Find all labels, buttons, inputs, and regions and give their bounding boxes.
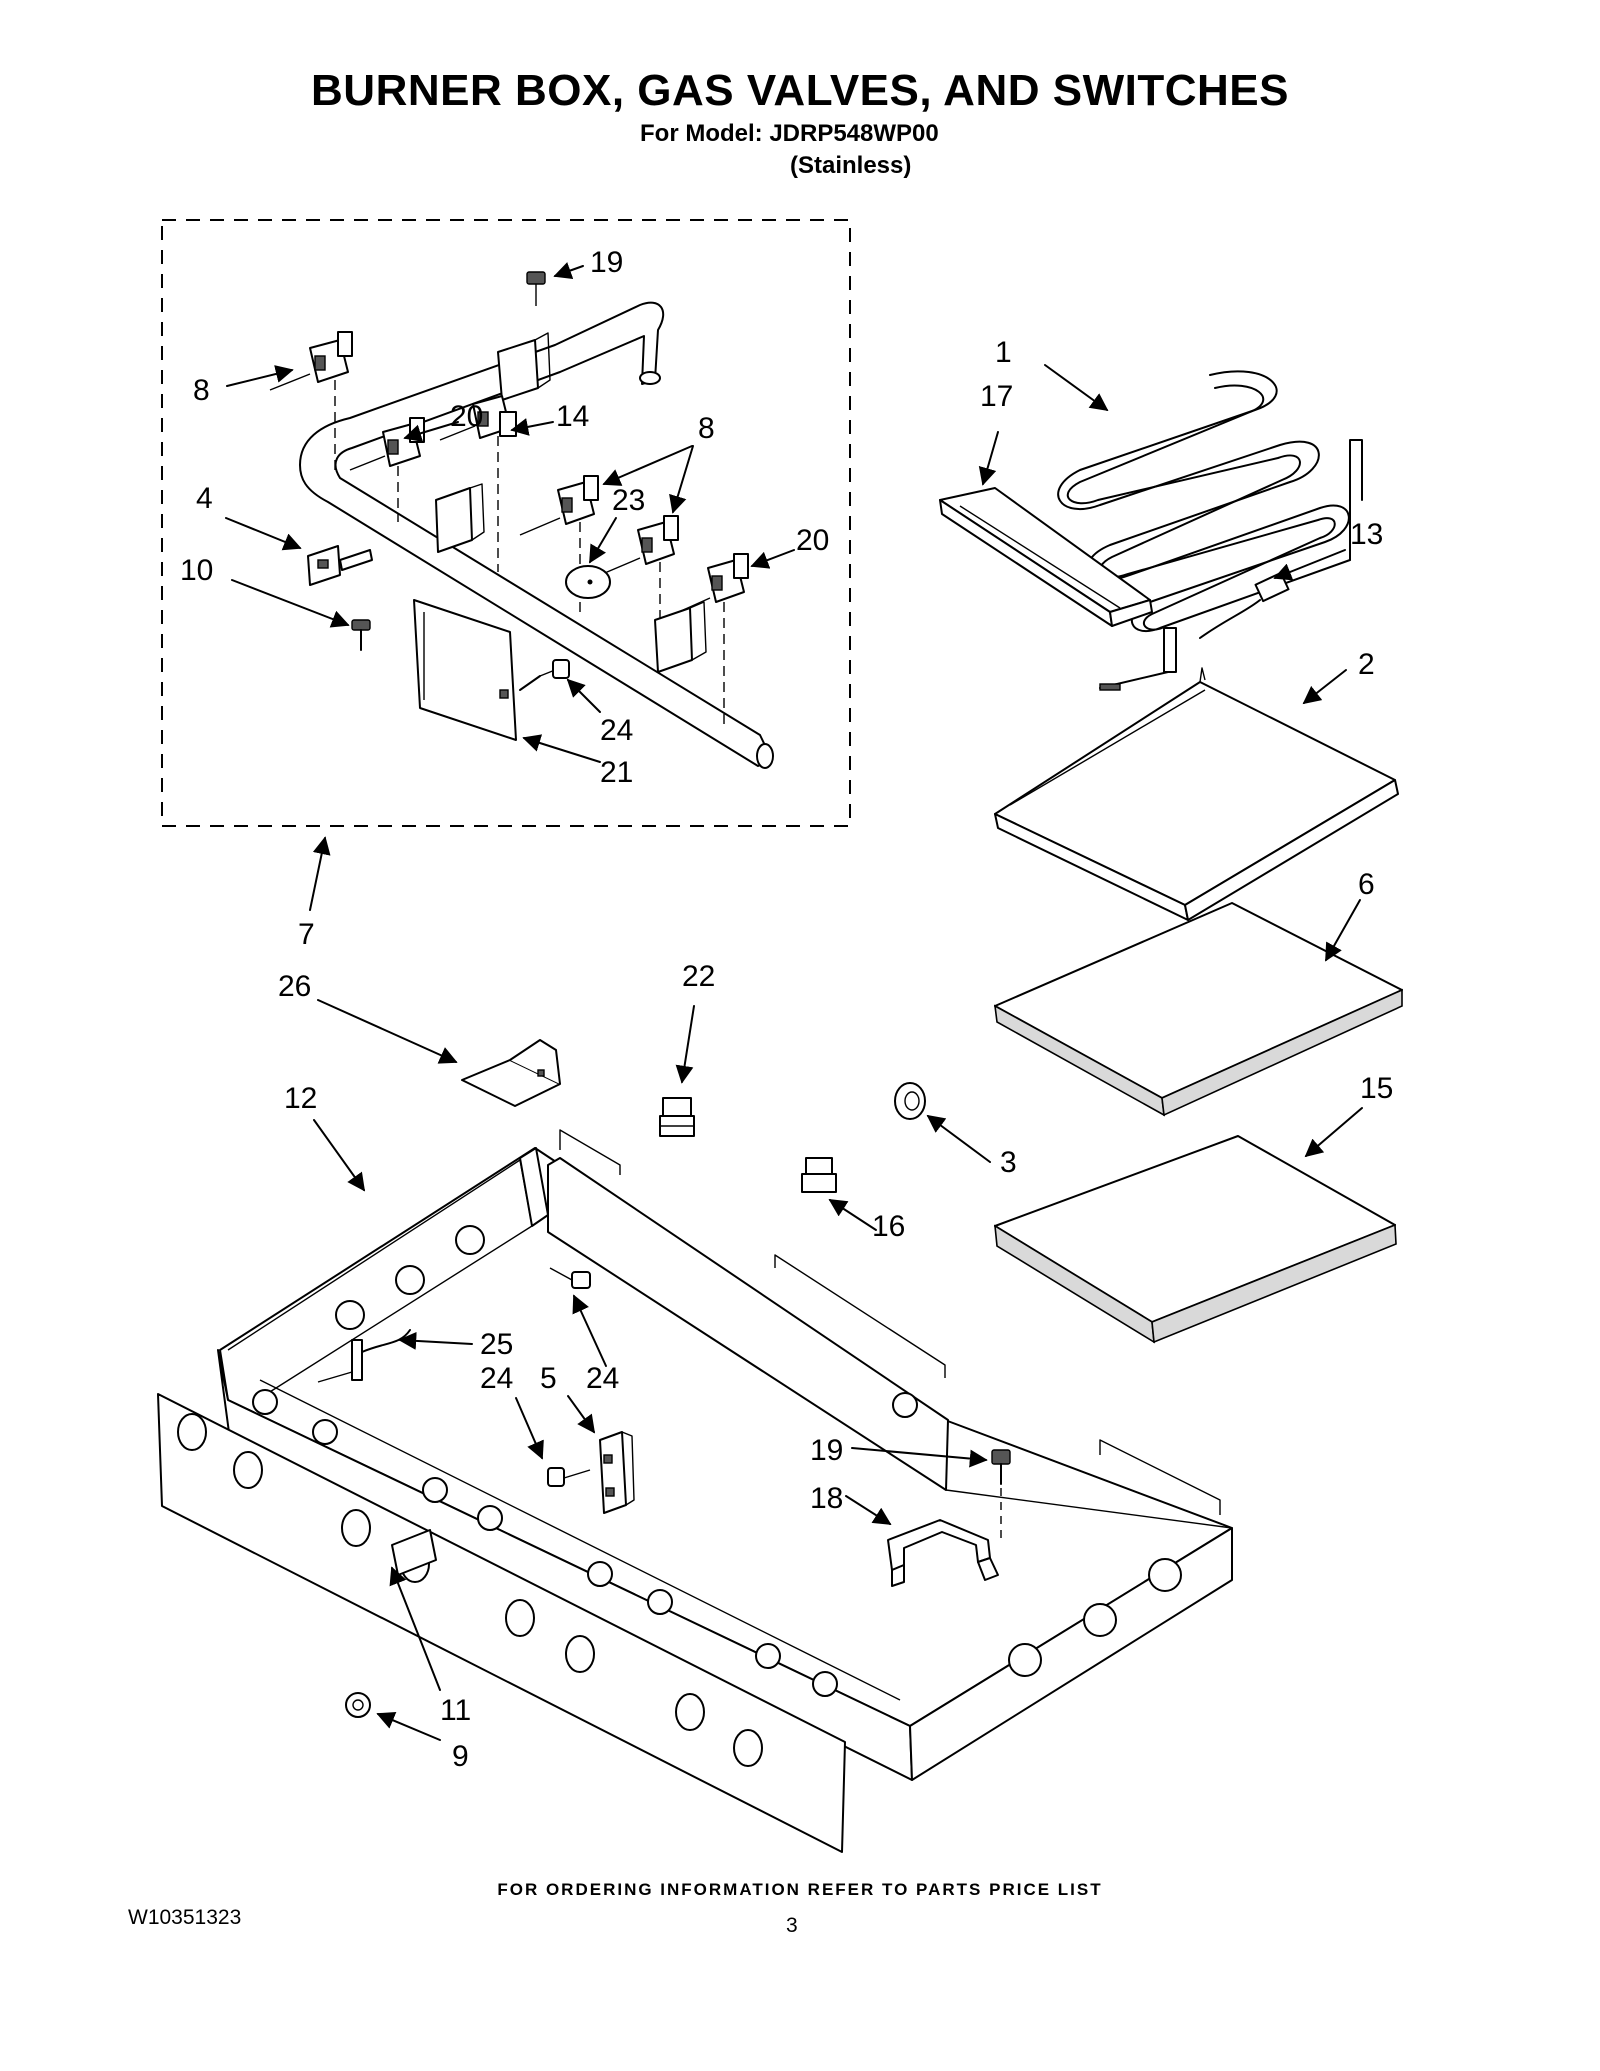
screw-19-lower xyxy=(991,1449,1011,1540)
callout-16: 16 xyxy=(872,1210,905,1243)
screw-24-upper xyxy=(519,659,570,691)
thermocouple-25 xyxy=(317,1329,411,1383)
valve-bracket-center xyxy=(435,483,485,553)
bracket-5 xyxy=(599,1431,635,1514)
switch-plate-21 xyxy=(413,599,517,741)
gas-valve-center-8 xyxy=(519,475,599,536)
screw-19-top xyxy=(526,271,546,306)
bracket-4 xyxy=(307,545,373,586)
manifold-bracket-top xyxy=(497,332,551,401)
callout-22: 22 xyxy=(682,960,715,993)
callout-24-right: 24 xyxy=(586,1362,619,1395)
callout-20-left: 20 xyxy=(450,400,483,433)
callout-21: 21 xyxy=(600,756,633,789)
callout-13: 13 xyxy=(1350,518,1383,551)
callout-24-left: 24 xyxy=(480,1362,513,1395)
gas-valve-center-14 xyxy=(439,395,517,441)
fitting-22 xyxy=(659,1097,695,1137)
element-1 xyxy=(1057,370,1363,633)
ordering-note: FOR ORDERING INFORMATION REFER TO PARTS … xyxy=(497,1880,1103,1899)
nut-3 xyxy=(894,1082,926,1120)
document-number: W10351323 xyxy=(128,1906,242,1929)
bracket-26 xyxy=(461,1039,561,1107)
callout-9: 9 xyxy=(452,1740,469,1773)
callout-4: 4 xyxy=(196,482,213,515)
plate-15 xyxy=(994,1135,1397,1344)
callout-25: 25 xyxy=(480,1328,513,1361)
front-panel-11 xyxy=(157,1393,846,1853)
callout-19-top: 19 xyxy=(590,246,623,279)
callout-labels: 19 8 20 14 8 1 17 4 23 20 13 10 2 24 21 … xyxy=(180,246,1393,1773)
callout-11: 11 xyxy=(440,1694,471,1727)
gas-valve-left-top xyxy=(269,331,353,391)
model-variant: (Stainless) xyxy=(790,152,912,179)
page-number: 3 xyxy=(786,1914,798,1937)
callout-19-lower: 19 xyxy=(810,1434,843,1467)
callout-12: 12 xyxy=(284,1082,317,1115)
burner-box-12 xyxy=(217,1129,1233,1781)
callout-15: 15 xyxy=(1360,1072,1393,1105)
callout-8-right: 8 xyxy=(698,412,715,445)
callout-3: 3 xyxy=(1000,1146,1017,1179)
callout-5: 5 xyxy=(540,1362,557,1395)
griddle-plate-6 xyxy=(994,902,1403,1117)
page-title: BURNER BOX, GAS VALVES, AND SWITCHES xyxy=(311,66,1289,115)
screw-10 xyxy=(351,619,371,651)
callout-23: 23 xyxy=(612,484,645,517)
callout-10: 10 xyxy=(180,554,213,587)
callout-2: 2 xyxy=(1358,648,1375,681)
disc-23 xyxy=(565,565,611,599)
valve-bracket-right xyxy=(654,601,707,673)
panel-2 xyxy=(994,667,1399,921)
callout-17: 17 xyxy=(980,380,1013,413)
callout-7: 7 xyxy=(298,918,315,951)
gas-valve-right-8 xyxy=(599,515,679,576)
callout-26: 26 xyxy=(278,970,311,1003)
callout-24-upper: 24 xyxy=(600,714,633,747)
callout-6: 6 xyxy=(1358,868,1375,901)
fitting-16 xyxy=(801,1157,837,1193)
callout-1: 1 xyxy=(995,336,1012,369)
callout-20-right: 20 xyxy=(796,524,829,557)
screw-24-lower xyxy=(547,1467,591,1487)
tray-17 xyxy=(939,487,1153,627)
gas-valve-right-20 xyxy=(671,553,749,616)
knob-9 xyxy=(345,1692,371,1718)
screw-24-mid xyxy=(549,1267,591,1289)
model-line: For Model: JDRP548WP00 xyxy=(640,120,939,147)
callout-14: 14 xyxy=(556,400,589,433)
callout-18: 18 xyxy=(810,1482,843,1515)
valve-assembly-group xyxy=(161,219,851,827)
callout-8-left: 8 xyxy=(193,374,210,407)
assembly-dashed-outline xyxy=(161,219,851,827)
leader-lines xyxy=(225,262,1363,1741)
bracket-18 xyxy=(887,1519,999,1587)
